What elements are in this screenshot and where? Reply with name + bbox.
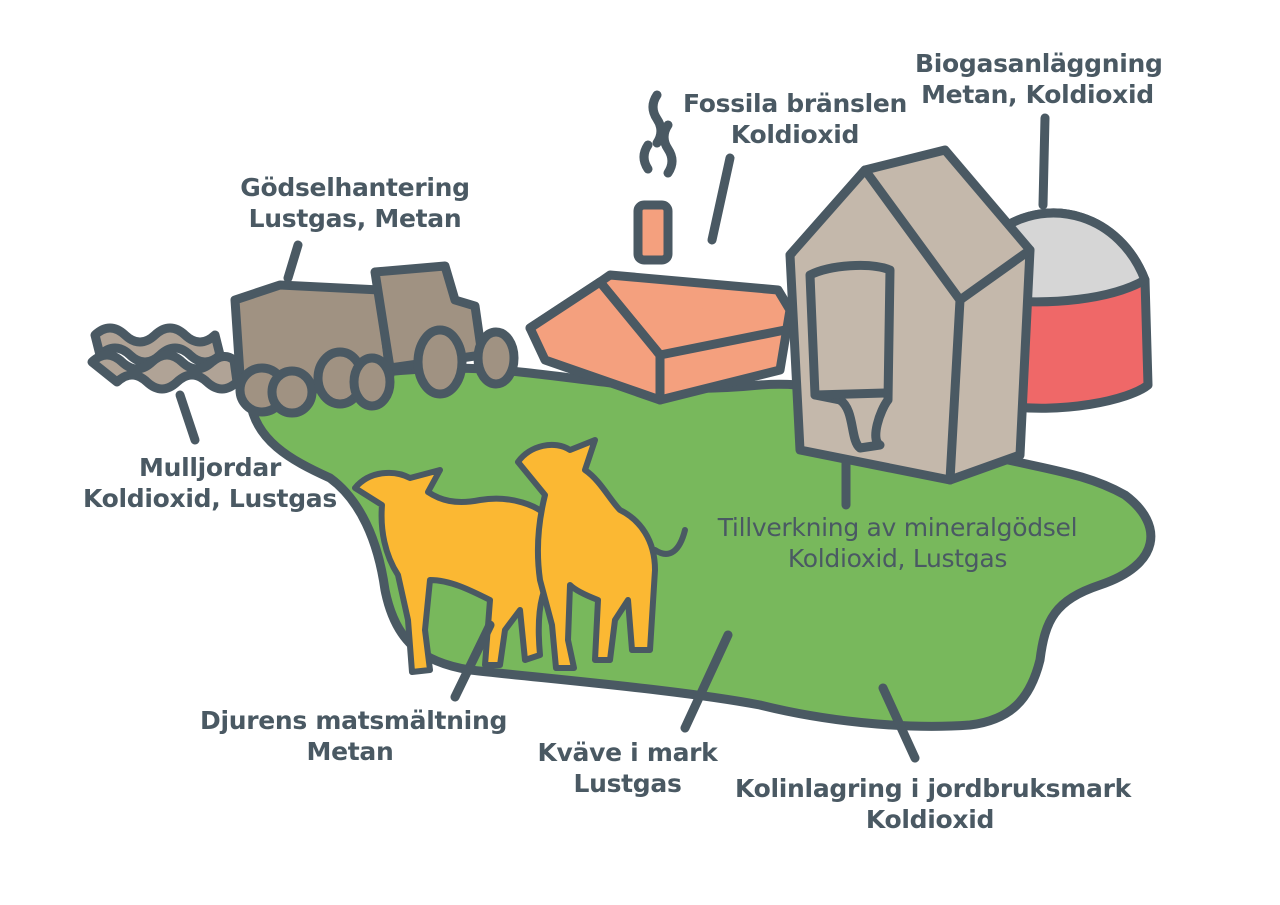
biogas-source: Biogasanläggning xyxy=(915,49,1163,78)
nitrogen-source: Kväve i mark xyxy=(537,738,718,767)
biogas-label: Biogasanläggning Metan, Koldioxid xyxy=(915,48,1163,110)
fertilizer-source: Tillverkning av mineralgödsel xyxy=(717,513,1078,542)
nitrogen-gases: Lustgas xyxy=(573,769,682,798)
digestion-label: Djurens matsmältning Metan xyxy=(200,705,508,767)
biogas-pointer xyxy=(1038,113,1050,210)
carbon-source: Kolinlagring i jordbruksmark xyxy=(735,774,1131,803)
digestion-pointer xyxy=(450,620,495,702)
manure-pointer xyxy=(283,240,303,283)
organic-soils-label: Mulljordar Koldioxid, Lustgas xyxy=(80,452,340,514)
fertilizer-label: Tillverkning av mineralgödsel Koldioxid,… xyxy=(700,512,1095,574)
smoke xyxy=(639,90,677,178)
organic-soil-pointer xyxy=(175,390,200,445)
cow-right xyxy=(515,437,658,671)
chimney xyxy=(633,200,673,265)
manure-label: Gödselhantering Lustgas, Metan xyxy=(240,172,470,234)
fertilizer-gases: Koldioxid, Lustgas xyxy=(787,544,1008,573)
biogas-tank xyxy=(995,208,1153,413)
fossil-source: Fossila bränslen xyxy=(682,89,907,118)
carbon-gases: Koldioxid xyxy=(865,805,995,834)
digestion-source: Djurens matsmältning xyxy=(200,706,508,735)
digestion-gases: Metan xyxy=(306,737,394,766)
organic-soils-gases: Koldioxid, Lustgas xyxy=(83,484,337,513)
barn xyxy=(525,270,795,405)
organic-soils-source: Mulljordar xyxy=(139,453,281,482)
fossil-pointer xyxy=(707,153,735,245)
fossil-gases: Koldioxid xyxy=(730,120,860,149)
cows xyxy=(352,437,688,675)
carbon-label: Kolinlagring i jordbruksmark Koldioxid xyxy=(735,773,1131,835)
nitrogen-label: Kväve i mark Lustgas xyxy=(520,737,735,799)
organic-soil xyxy=(87,323,242,394)
fossil-label: Fossila bränslen Koldioxid xyxy=(680,88,910,150)
tractor xyxy=(230,261,519,418)
manure-gases: Lustgas, Metan xyxy=(248,204,462,233)
carbon-pointer xyxy=(878,683,920,763)
manure-source: Gödselhantering xyxy=(240,173,470,202)
fertilizer-tower xyxy=(785,145,1035,485)
biogas-gases: Metan, Koldioxid xyxy=(921,80,1154,109)
nitrogen-pointer xyxy=(680,630,733,733)
